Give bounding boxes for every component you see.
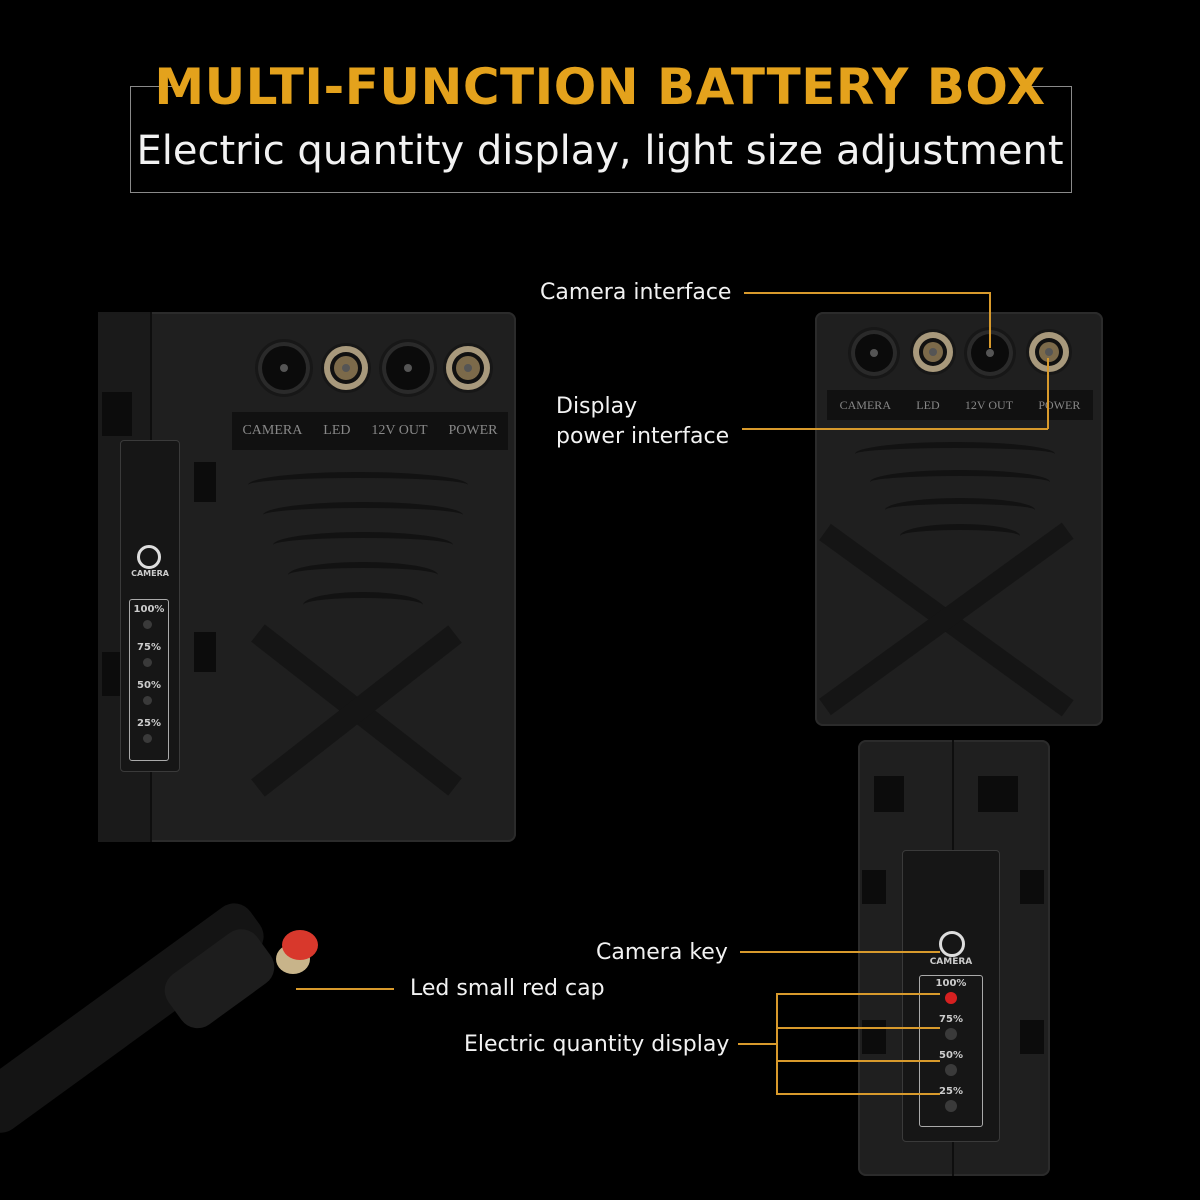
port-label-camera: CAMERA: [242, 423, 303, 438]
indicator-panel-side: CAMERA 100% 75% 50% 25%: [902, 850, 1000, 1142]
level-50-dot: [143, 696, 152, 705]
callout-line-camera-key: [740, 951, 940, 953]
callout-line-eq-50: [776, 1060, 940, 1062]
red-cap: [282, 930, 318, 960]
level-column-side: 100% 75% 50% 25%: [919, 975, 983, 1127]
page-subtitle: Electric quantity display, light size ad…: [136, 128, 1064, 174]
led-port-small: [913, 332, 953, 372]
camera-key-icon-large: [137, 545, 161, 569]
camera-key-icon[interactable]: [939, 931, 965, 957]
camera-key-label: CAMERA: [929, 957, 973, 967]
page-title: MULTI-FUNCTION BATTERY BOX: [154, 58, 1046, 116]
port-label-12v-out: 12V OUT: [371, 423, 428, 438]
battery-box-side: CAMERA 100% 75% 50% 25%: [858, 740, 1050, 1176]
callout-camera-key: Camera key: [596, 940, 728, 965]
callout-line-eq-25: [776, 1093, 940, 1095]
callout-line-power-v: [1047, 358, 1049, 429]
callout-line-eq-75: [776, 1027, 940, 1029]
level-100-label-side: 100%: [935, 978, 967, 989]
level-75-label: 75%: [137, 642, 161, 653]
led-port: [324, 346, 368, 390]
power-port: [446, 346, 490, 390]
port-label-led-small: LED: [916, 397, 940, 412]
level-25-dot: [143, 734, 152, 743]
camera-port-small: [851, 330, 897, 376]
level-50-label-side: 50%: [939, 1050, 963, 1061]
level-50-label: 50%: [137, 680, 161, 691]
indicator-panel-large: CAMERA 100% 75% 50% 25%: [120, 440, 180, 772]
level-50-dot-side: [945, 1064, 957, 1076]
12v-out-port: [382, 342, 434, 394]
battery-box-front-large: CAMERA LED 12V OUT POWER CAMERA 100% 75%…: [98, 312, 516, 842]
callout-line-eq-h: [738, 1043, 776, 1045]
callout-display-power-2: power interface: [556, 424, 730, 449]
callout-line-eq-100: [776, 993, 940, 995]
level-75-dot-side: [945, 1028, 957, 1040]
level-75-dot: [143, 658, 152, 667]
port-label-strip-small: CAMERA LED 12V OUT POWER: [827, 390, 1093, 420]
level-100-dot: [143, 620, 152, 629]
level-25-dot-side: [945, 1100, 957, 1112]
port-label-strip: CAMERA LED 12V OUT POWER: [232, 412, 508, 450]
callout-electric-quantity: Electric quantity display: [464, 1032, 730, 1057]
port-label-led: LED: [323, 423, 351, 438]
power-port-small: [1029, 332, 1069, 372]
camera-key-label-large: CAMERA: [131, 569, 169, 578]
battery-box-front-small: CAMERA LED 12V OUT POWER: [815, 312, 1103, 726]
level-100-dot-side: [945, 992, 957, 1004]
header-frame: [130, 86, 1072, 193]
callout-line-camera-h: [744, 292, 990, 294]
port-label-power: POWER: [448, 423, 498, 438]
port-label-12v-out-small: 12V OUT: [964, 397, 1014, 412]
callout-line-red-cap: [296, 988, 394, 990]
level-column-large: 100% 75% 50% 25%: [129, 599, 169, 761]
callout-line-eq-v: [776, 993, 778, 1093]
level-75-label-side: 75%: [939, 1014, 963, 1025]
port-label-camera-small: CAMERA: [839, 397, 891, 412]
callout-display-power-1: Display: [556, 394, 638, 419]
callout-line-power-h: [742, 428, 1048, 430]
callout-led-red-cap: Led small red cap: [410, 976, 605, 1001]
level-25-label: 25%: [137, 718, 161, 729]
level-25-label-side: 25%: [939, 1086, 963, 1097]
callout-line-camera-v: [989, 292, 991, 348]
callout-camera-interface: Camera interface: [540, 280, 732, 305]
camera-port: [258, 342, 310, 394]
port-label-power-small: POWER: [1038, 397, 1081, 412]
level-100-label: 100%: [133, 604, 165, 615]
